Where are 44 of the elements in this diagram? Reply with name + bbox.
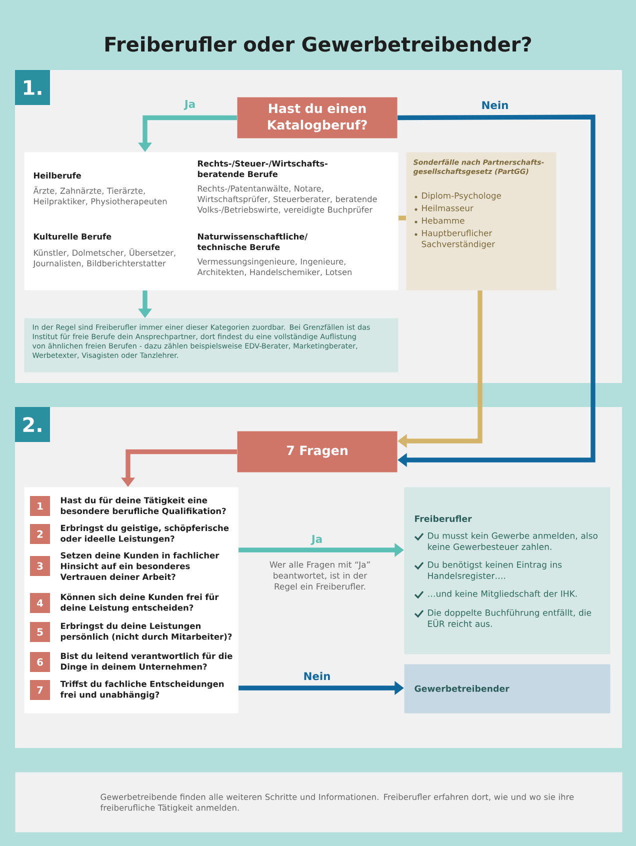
question-text: Setzen deine Kunden in fachlicher Hinsicht auf ein besonderes Vertrauen deiner Arbeit? — [60, 552, 220, 580]
edge-label: Nein — [480, 100, 510, 110]
result-box: Gewerbetreibender — [404, 664, 610, 714]
edge-label: Ja — [183, 98, 197, 112]
title: Freiberufler oder Gewerbetreibender? — [105, 36, 532, 52]
question-text: Erbringst du geistige, schöpferische oder ideelle Leistungen? — [60, 524, 229, 544]
number-badge: 7 — [30, 680, 50, 700]
number-badge: 6 — [30, 652, 50, 672]
category-text: Vermessungsingenieure, Ingenieure, Architekten, Handelschemiker, Lotsen — [197, 258, 352, 276]
arrow-note: Wer alle Fragen mit “Ja” beantwortet, ist in der Regel ein Freiberufler. — [270, 561, 370, 592]
category-heading: Rechts-/Steuer-/Wirtschafts- beratende Berufe — [198, 160, 328, 178]
step-badge: 1. — [15, 70, 50, 105]
number-badge: 1 — [30, 496, 50, 516]
result-item: …und keine Mitgliedschaft der IHK. — [428, 590, 577, 599]
list-item: Heilmasseur — [422, 204, 474, 212]
question-box: 7 Fragen — [237, 431, 398, 472]
question-text: Können sich deine Kunden frei für deine Leistung entscheiden? — [60, 594, 219, 612]
list-item: Hebamme — [422, 217, 464, 224]
result-item: Du musst kein Gewerbe anmelden, also keine Gewerbesteuer zahlen. — [428, 532, 598, 550]
question-box: Hast du einen Katalogberuf? — [237, 97, 398, 138]
number-badge: 2 — [30, 524, 50, 544]
question-text: Hast du für deine Tätigkeit eine besondere berufliche Qualifikation? — [60, 496, 226, 516]
arrow — [398, 114, 596, 467]
edge-label: Ja — [310, 534, 324, 546]
result-heading: Freiberufler — [415, 515, 472, 522]
question-text: Erbringst du deine Leistungen persönlich (nicht durch Mitarbeiter)? — [60, 622, 232, 642]
edge-label: Nein — [302, 670, 332, 682]
category-text: Rechts-/Patentanwälte, Notare, Wirtschaftsprüfer, Steuerberater, beratende Volks-/Betriebswirte, vereidigte Buchprüfer — [197, 185, 377, 214]
question-text: Triffst du fachliche Entscheidungen frei und unabhängig? — [60, 680, 224, 700]
list-item: Hauptberuflicher Sachverständiger — [422, 230, 496, 249]
list-item: Diplom-Psychologe — [422, 192, 501, 200]
result-item: Die doppelte Buchführung entfällt, die EÜR reicht aus. — [428, 609, 592, 627]
question-text: Bist du leitend verantwortlich für die Dinge in deinem Unternehmen? — [61, 652, 232, 672]
number-badge: 4 — [30, 593, 50, 613]
footer-box: Gewerbetreibende finden alle weiteren Schritte und Informationen. Freiberufler erfahren dort, wie und wo sie ihre freiberufliche Tätigkeit anmelden. — [15, 772, 622, 832]
category-heading: Heilberufe — [34, 172, 81, 179]
category-text: Ärzte, Zahnärzte, Tierärzte, Heilpraktiker, Physiotherapeuten — [33, 186, 167, 206]
number-badge: 5 — [30, 622, 50, 642]
category-heading: Naturwissenschaftliche/ technische Berufe — [197, 233, 308, 250]
step-badge: 2. — [15, 407, 50, 442]
category-text: Künstler, Dolmetscher, Übersetzer, Journalisten, Bildberichterstatter — [32, 248, 176, 268]
number-badge: 3 — [30, 556, 50, 576]
category-heading: Kulturelle Berufe — [34, 233, 112, 240]
result-item: Du benötigst keinen Eintrag ins Handelsregister…. — [428, 561, 562, 581]
